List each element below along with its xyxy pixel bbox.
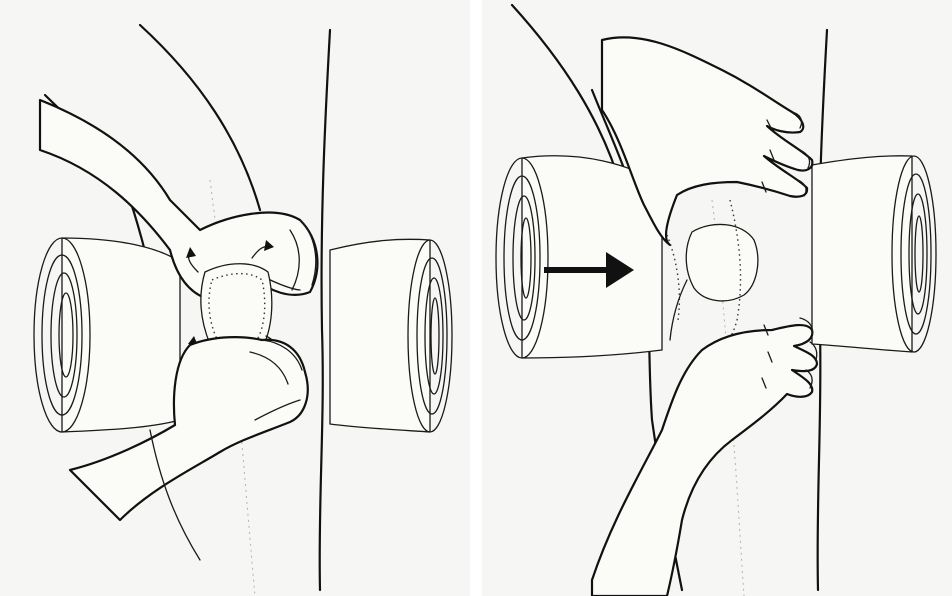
panel-left-drawing bbox=[0, 0, 470, 596]
right-roll-pad bbox=[330, 239, 452, 432]
lower-hand bbox=[592, 325, 817, 596]
panel-right-drawing bbox=[482, 0, 952, 596]
left-roll-pad bbox=[34, 238, 180, 432]
right-roll-pad-right-panel bbox=[812, 156, 936, 352]
panel-right bbox=[482, 0, 952, 596]
panel-left bbox=[0, 0, 470, 596]
